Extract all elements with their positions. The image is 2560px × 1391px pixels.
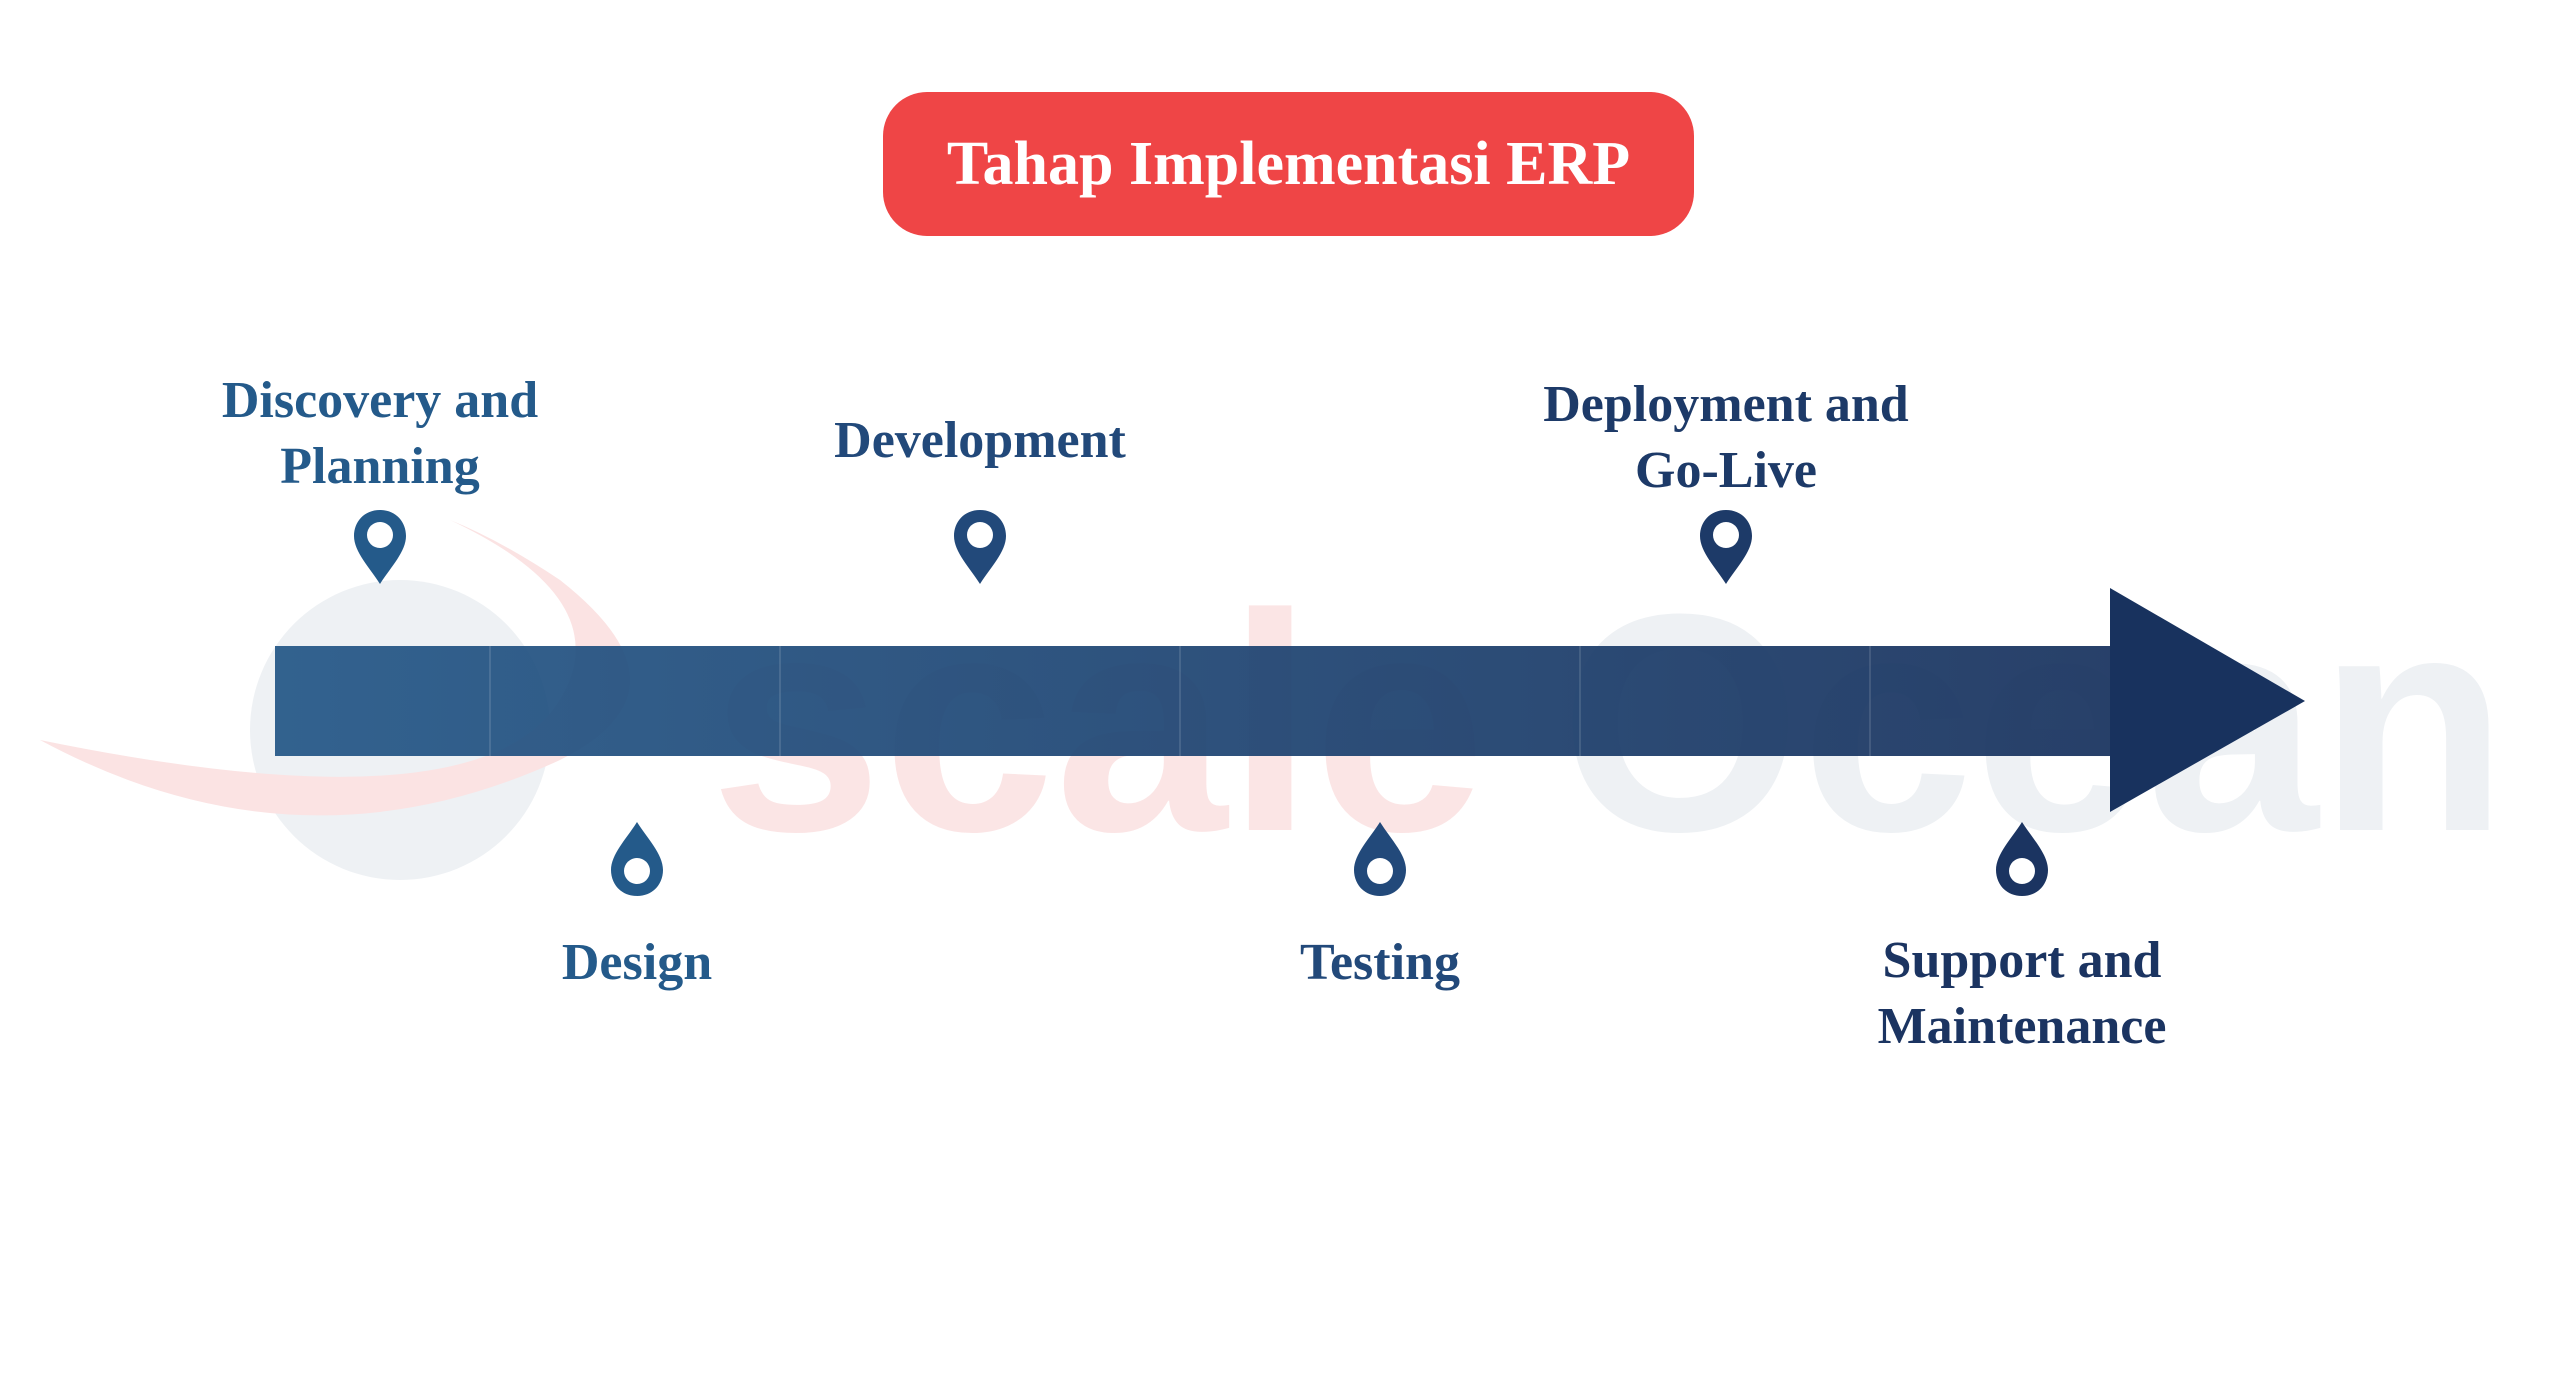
location-pin-icon (952, 508, 1008, 586)
stage-label-line: Development (834, 412, 1126, 469)
stage-label: Design (387, 930, 887, 996)
arrow-shaft (275, 646, 2115, 756)
stage-label-line: Planning (280, 438, 480, 495)
location-pin-icon (1698, 508, 1754, 586)
page-title: Tahap Implementasi ERP (883, 92, 1694, 236)
stage-label-line: Support and (1882, 932, 2162, 989)
stage-label-line: Design (561, 934, 713, 991)
location-pin-icon (1352, 820, 1408, 898)
stage-label-line: Go-Live (1635, 442, 1817, 499)
location-pin-icon (1994, 820, 2050, 898)
location-pin-icon (352, 508, 408, 586)
stage-label-line: Deployment and (1543, 376, 1909, 433)
timeline-arrow (275, 588, 2305, 812)
stage-label: Testing (1130, 930, 1630, 996)
stage-label: Development (730, 408, 1230, 474)
stage-label-line: Maintenance (1877, 998, 2167, 1055)
stage-label-line: Testing (1300, 934, 1460, 991)
stage-label-line: Discovery and (221, 372, 539, 429)
arrow-head (2110, 588, 2305, 812)
location-pin-icon (609, 820, 665, 898)
